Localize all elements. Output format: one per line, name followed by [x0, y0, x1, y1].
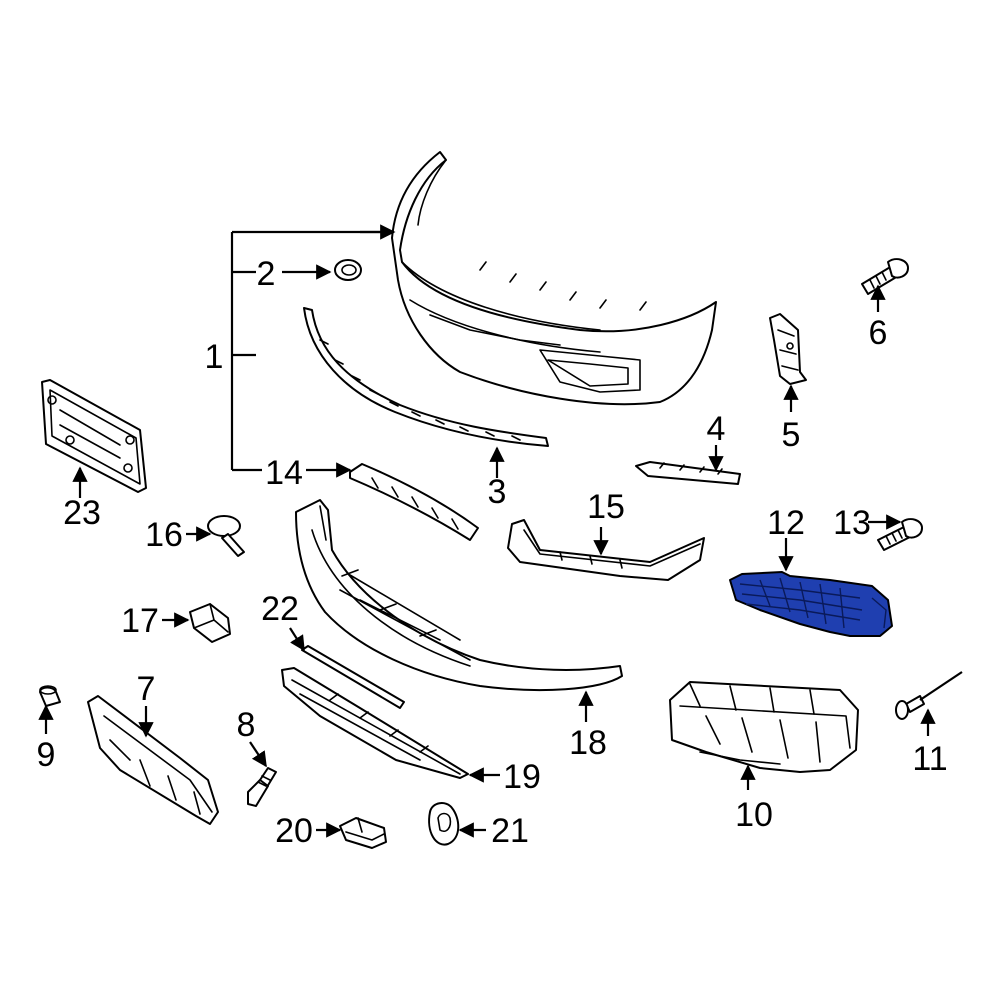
callout-label-23: 23: [63, 494, 101, 532]
callout-label-1: 1: [205, 338, 224, 376]
bolt-6[interactable]: [861, 258, 909, 295]
callout-label-3: 3: [488, 473, 507, 511]
push-pin[interactable]: [207, 515, 245, 557]
license-plate-bracket[interactable]: [41, 379, 147, 493]
callout-label-15: 15: [587, 488, 625, 526]
callout-label-16: 16: [145, 516, 183, 554]
sensor-bracket[interactable]: [189, 603, 231, 643]
duct-housing[interactable]: [669, 681, 859, 773]
parking-sensor[interactable]: [247, 767, 277, 807]
lower-skid-plate[interactable]: [281, 667, 469, 779]
rivet[interactable]: [895, 671, 963, 720]
bolt-13[interactable]: [877, 518, 923, 551]
side-bracket[interactable]: [769, 313, 807, 385]
callout-label-2: 2: [257, 255, 276, 293]
callout-label-9: 9: [37, 736, 56, 774]
callout-label-10: 10: [735, 796, 773, 834]
callout-label-14: 14: [265, 454, 303, 492]
sensor-retainer[interactable]: [428, 802, 460, 846]
upper-grille-strip[interactable]: [349, 463, 479, 541]
callout-label-13: 13: [833, 504, 871, 542]
callout-label-4: 4: [707, 410, 726, 448]
highlighted-air-duct[interactable]: [729, 571, 893, 637]
sensor-holder[interactable]: [339, 817, 387, 849]
callout-label-20: 20: [275, 812, 313, 850]
callout-label-18: 18: [569, 724, 607, 762]
bumper-cover[interactable]: [391, 151, 717, 406]
clip-9[interactable]: [39, 685, 61, 707]
callout-label-5: 5: [782, 416, 801, 454]
lower-grille-frame[interactable]: [295, 499, 623, 692]
callout-label-8: 8: [237, 706, 256, 744]
callout-label-7: 7: [137, 670, 156, 708]
callout-22-arrow: [289, 627, 305, 652]
callout-label-6: 6: [869, 314, 888, 352]
tow-hook-cap[interactable]: [334, 259, 362, 281]
callout-label-17: 17: [121, 602, 159, 640]
trim-strip[interactable]: [635, 461, 741, 485]
callout-label-12: 12: [767, 504, 805, 542]
callout-label-11: 11: [912, 740, 947, 778]
callout-label-21: 21: [491, 812, 529, 850]
callout-8-arrow: [249, 741, 267, 768]
callout-label-22: 22: [261, 590, 299, 628]
center-trim[interactable]: [507, 519, 705, 581]
air-deflector[interactable]: [87, 695, 219, 825]
lower-molding[interactable]: [303, 307, 549, 447]
callout-label-19: 19: [503, 758, 541, 796]
callout-1-bracket: [230, 230, 388, 472]
chrome-strip[interactable]: [301, 645, 405, 709]
